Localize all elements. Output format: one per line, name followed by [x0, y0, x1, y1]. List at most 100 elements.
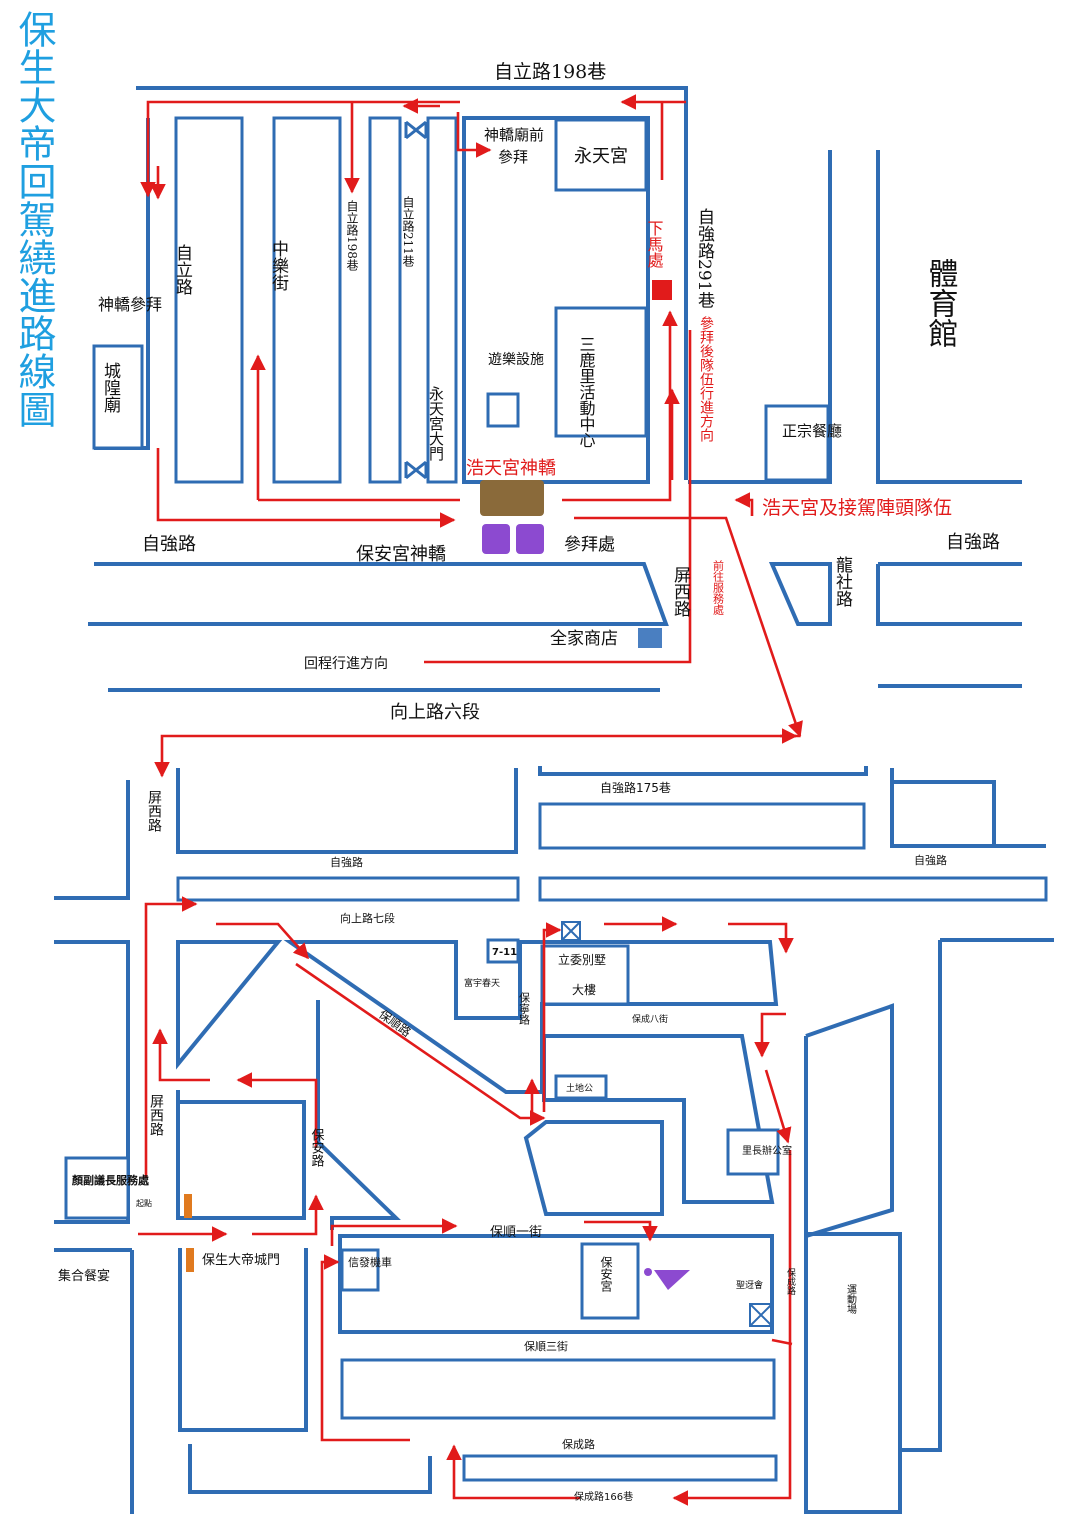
block-tudigong [542, 1034, 775, 1204]
bldg-tudigong [554, 1074, 608, 1100]
label-198-vertical: 自立路198巷 [345, 200, 359, 271]
gate-icon [561, 921, 581, 941]
gate-icon [404, 120, 428, 140]
label-gate: 保生大帝城門 [202, 1252, 280, 1268]
label-to-service: 前往服務處 [712, 559, 725, 616]
route-segment [144, 896, 198, 1178]
label-ziqiang-right: 自強路 [946, 532, 1000, 553]
gate-icon [749, 1303, 773, 1327]
label-shenjiao-canbai: 神轎參拜 [98, 295, 162, 314]
route-segment [320, 1254, 410, 1442]
bldg-yan-office [64, 1156, 130, 1220]
label-baocheng: 保成路 [562, 1437, 595, 1451]
route-connector [154, 734, 800, 778]
label-qidian: 起點 [136, 1198, 152, 1208]
label-shengjiao: 聖迓會 [736, 1279, 763, 1291]
label-baoshun1: 保順一街 [490, 1225, 542, 1240]
label-lizhang: 里長辦公室 [742, 1144, 792, 1157]
gate-icon [404, 460, 428, 480]
bldg-lizhang [726, 1128, 780, 1176]
block-baoshun3 [340, 1358, 776, 1420]
label-xiangshang7: 向上路七段 [340, 911, 395, 925]
bldg-sanlu [554, 306, 648, 438]
block-yundong [804, 1232, 902, 1514]
street-175 [538, 766, 868, 776]
route-segment [216, 922, 310, 960]
route-segment [156, 448, 456, 528]
label-baoan-jiao: 保安宮神轎 [356, 544, 446, 565]
label-liwei2: 大樓 [572, 982, 596, 997]
baoan-palanquin-icon [482, 524, 510, 554]
flag-pole-icon [644, 1268, 652, 1276]
label-jihe: 集合餐宴 [58, 1268, 110, 1284]
label-baoan-temple: 保安宮 [599, 1256, 613, 1292]
street-ziqiang-right [876, 562, 1022, 626]
label-pingxi-mid: 屏西路 [148, 1094, 164, 1136]
label-shenjiao-front: 神轎廟前 [484, 126, 544, 144]
block-ziqiang-lower-2 [538, 876, 1048, 902]
bldg-zhengzong [764, 404, 830, 482]
label-familymart: 全家商店 [550, 629, 618, 649]
route-segment [764, 1069, 792, 1144]
map-title: 保生大帝回駕繞進路線圖 [12, 10, 56, 428]
label-yundong: 運動場 [845, 1284, 857, 1315]
xiama-marker [652, 280, 672, 300]
block-baoshun1 [316, 1000, 774, 1334]
label-canbai: 參拜 [498, 148, 528, 166]
gate-marker [186, 1248, 194, 1272]
bldg-chenghuang [92, 344, 144, 450]
label-chenghuang: 城隍廟 [100, 362, 121, 414]
street-ziqiang-left [88, 562, 669, 626]
block-wedge [523, 1120, 664, 1216]
bldg-yongtian [554, 118, 648, 192]
route-segment [734, 492, 754, 516]
street-zili198-outline [136, 86, 688, 480]
label-baoning: 保寧路 [518, 991, 531, 1026]
label-sanlu: 三鹿里活動中心 [577, 336, 596, 448]
label-liwei1: 立委別墅 [558, 952, 606, 967]
route-segment [728, 922, 794, 954]
baoan-palanquin-icon [516, 524, 544, 554]
label-after-worship: 參拜後隊伍行進方向 [698, 316, 714, 442]
gate-icon [749, 1303, 773, 1327]
label-ziqiang-b: 自強路 [914, 854, 947, 867]
route-segment [542, 922, 562, 1112]
route-segment [446, 1444, 580, 1500]
street-tiyuguan [876, 150, 1022, 484]
block-211 [426, 116, 458, 484]
label-211-vertical: 自立路211巷 [401, 196, 415, 267]
route-segment [140, 100, 460, 198]
block-198 [368, 116, 402, 484]
label-pingxi-upper: 屏西路 [670, 566, 691, 617]
start-marker [184, 1194, 192, 1218]
bldg-xinfa [340, 1248, 380, 1292]
label-xiangshang6: 向上路六段 [390, 702, 480, 723]
label-pingxi-top: 屏西路 [146, 790, 162, 832]
label-baoan-rd: 保安路 [309, 1128, 325, 1167]
block-lower-left [188, 1444, 432, 1494]
label-xinfa: 信發機車 [348, 1255, 392, 1269]
street-pingxi-mid [54, 940, 130, 1224]
familymart-marker [638, 628, 662, 648]
bldg-liwei [540, 944, 630, 1006]
label-baoshun3: 保順三街 [524, 1339, 568, 1353]
label-fuyu: 富宇春天 [464, 977, 500, 989]
block-zhongle [272, 116, 342, 484]
route-segment [330, 1218, 458, 1246]
label-baocheng166: 保成路166巷 [574, 1490, 633, 1503]
block-baoan-left [176, 1090, 306, 1220]
block-zili [174, 116, 244, 484]
route-segment [584, 1220, 658, 1242]
label-zili: 自立路 [172, 244, 193, 295]
label-canbai-chu: 參拜處 [564, 535, 615, 555]
label-haotian-jiao: 浩天宮神轎 [466, 458, 556, 479]
route-segment [236, 1072, 318, 1148]
label-zhongle: 中樂街 [268, 240, 289, 291]
route-to-service [574, 516, 803, 738]
block-ziqiang-lower [176, 876, 520, 902]
street-291 [688, 150, 832, 484]
label-yongtian-gate: 永天宮大門 [427, 386, 445, 462]
route-segment [562, 310, 678, 502]
route-segment [252, 1194, 324, 1236]
haotian-palanquin-icon [480, 480, 544, 516]
